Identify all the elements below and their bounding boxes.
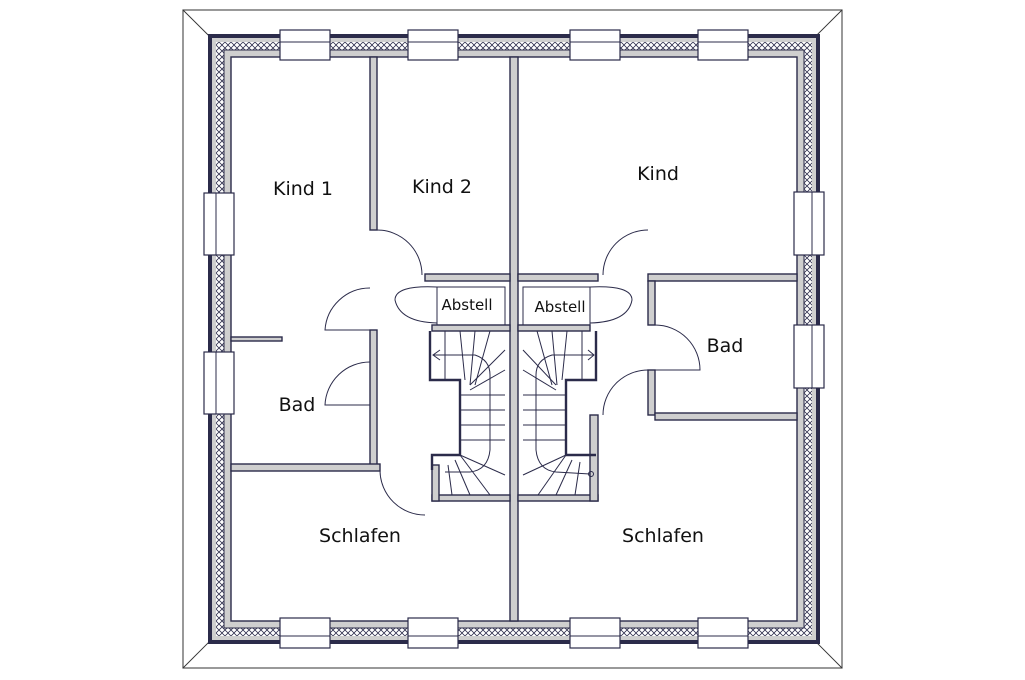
room-label-schlafen-left: Schlafen — [319, 525, 401, 547]
room-label-kind: Kind — [637, 163, 679, 185]
interior-walls — [230, 56, 798, 622]
windows — [203, 29, 825, 649]
staircase-right — [522, 330, 598, 496]
room-label-bad-right: Bad — [707, 335, 744, 357]
room-label-abstell-left: Abstell — [441, 296, 492, 314]
room-label-schlafen-right: Schlafen — [622, 525, 704, 547]
room-label-kind-2: Kind 2 — [412, 176, 472, 198]
room-label-bad-left: Bad — [279, 394, 316, 416]
room-label-kind-1: Kind 1 — [273, 178, 333, 200]
abstell-niches — [394, 286, 633, 326]
staircase-left — [428, 330, 506, 496]
roof-outline — [182, 9, 843, 669]
room-label-abstell-right: Abstell — [534, 298, 585, 316]
door-swings — [324, 229, 701, 516]
